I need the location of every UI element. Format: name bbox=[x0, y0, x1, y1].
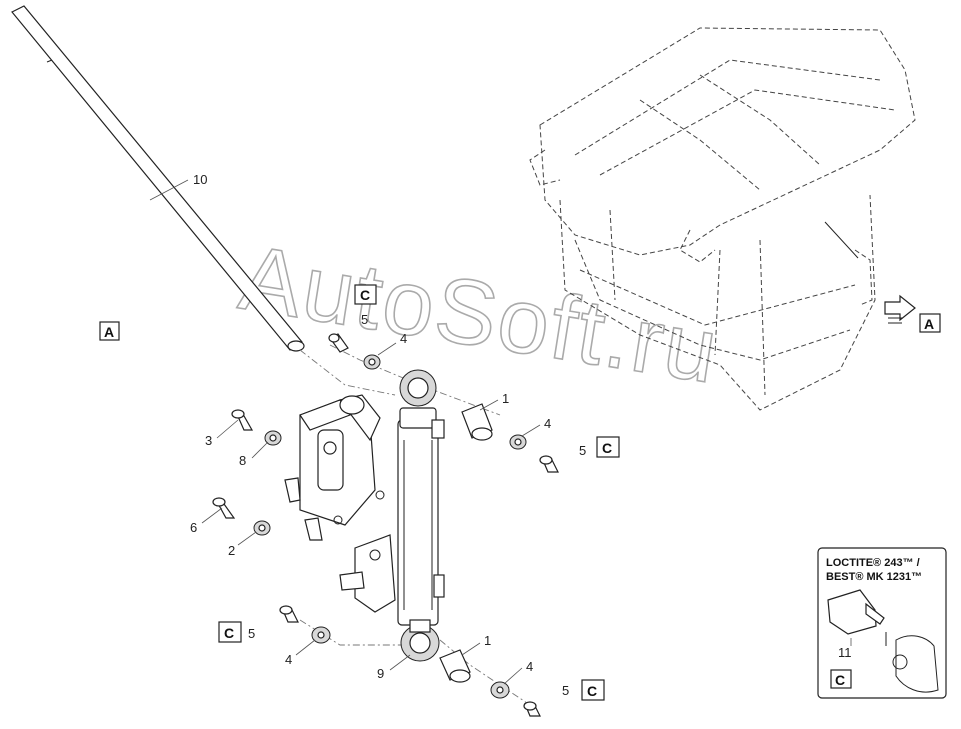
callout-6: 6 bbox=[190, 520, 197, 535]
adhesive-code-3: C bbox=[224, 625, 234, 641]
callout-11: 11 bbox=[838, 645, 852, 660]
bushing-upper bbox=[461, 403, 493, 441]
callout-4c: 4 bbox=[285, 652, 292, 667]
leader-lines bbox=[149, 179, 541, 685]
callout-4d: 4 bbox=[526, 659, 533, 674]
bushing-lower bbox=[439, 649, 471, 683]
callout-4a: 4 bbox=[400, 331, 407, 346]
legend-code: C bbox=[835, 672, 845, 688]
callout-8: 8 bbox=[239, 453, 246, 468]
callout-10: 10 bbox=[193, 172, 207, 187]
callout-5b: 5 bbox=[579, 443, 586, 458]
callout-1b: 1 bbox=[484, 633, 491, 648]
callout-5a: 5 bbox=[361, 312, 368, 327]
callout-3: 3 bbox=[205, 433, 212, 448]
adhesive-legend: LOCTITE® 243™ / BEST® MK 1231™ 11 C bbox=[817, 547, 947, 699]
secondary-valve bbox=[339, 534, 396, 613]
adhesive-code-2: C bbox=[602, 440, 612, 456]
callout-2: 2 bbox=[228, 543, 235, 558]
callout-9: 9 bbox=[377, 666, 384, 681]
seat-frame bbox=[529, 27, 916, 411]
lever-rod bbox=[11, 5, 305, 352]
adhesive-code-4: C bbox=[587, 683, 597, 699]
view-label: A bbox=[104, 324, 114, 340]
callout-4b: 4 bbox=[544, 416, 551, 431]
valve-block bbox=[284, 394, 385, 541]
callout-5c: 5 bbox=[248, 626, 255, 641]
legend-line-1: LOCTITE® 243™ / bbox=[826, 557, 920, 569]
washers bbox=[253, 354, 527, 699]
adhesive-code-1: C bbox=[360, 287, 370, 303]
legend-line-2: BEST® MK 1231™ bbox=[826, 571, 922, 583]
view-arrow bbox=[884, 294, 916, 324]
callout-1a: 1 bbox=[502, 391, 509, 406]
hydraulic-cylinder bbox=[397, 369, 445, 662]
view-label-arrow: A bbox=[924, 316, 934, 332]
callout-5d: 5 bbox=[562, 683, 569, 698]
bolts bbox=[212, 333, 559, 717]
